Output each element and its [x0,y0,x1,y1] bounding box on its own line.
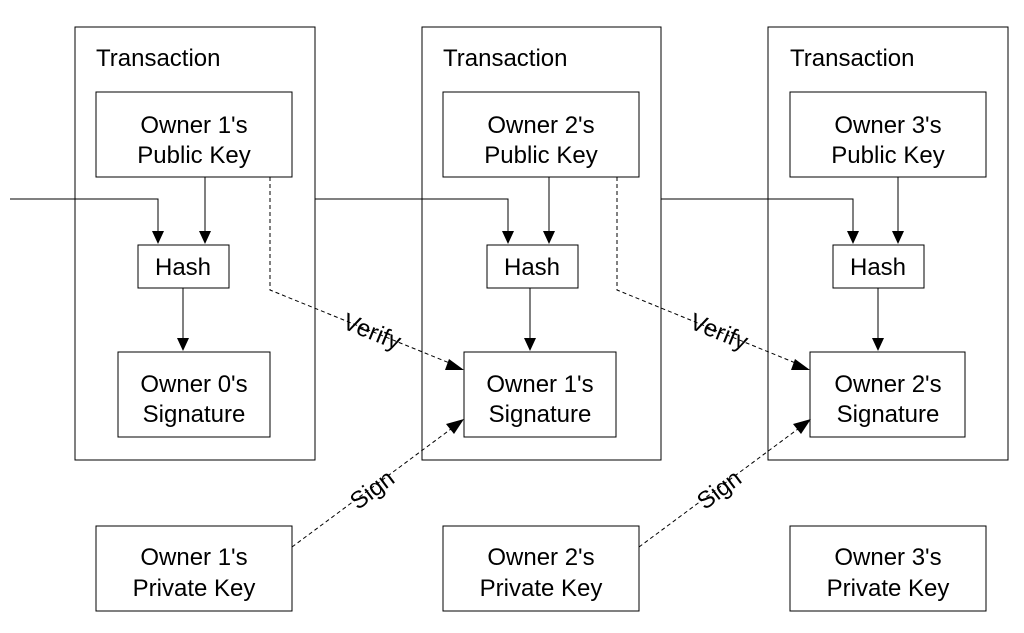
transaction-3-hash: Hash [832,244,925,289]
transaction-3: Transaction Owner 3's Public Key Hash Ow… [767,26,1009,461]
arrowhead [445,359,464,370]
arrowhead [446,419,464,434]
public-key-line-1: Owner 3's [834,112,941,139]
public-key-line-1: Owner 2's [487,112,594,139]
hash-box [832,244,925,289]
transaction-1-title: Transaction [96,45,221,72]
prev-transaction-link-1 [10,198,159,233]
private-key-box [95,525,293,612]
transaction-2-signature: Owner 1's Signature [463,351,617,438]
private-key-1: Owner 1's Private Key [95,525,293,612]
arrowhead [872,338,884,351]
private-key-line-1: Owner 1's [140,544,247,571]
hash-label: Hash [155,254,211,281]
private-key-line-1: Owner 3's [834,544,941,571]
transaction-1: Transaction Owner 1's Public Key Hash Ow… [74,26,316,461]
transaction-1-public-key: Owner 1's Public Key [95,91,293,178]
public-key-line-2: Public Key [137,142,250,169]
signature-box [809,351,966,438]
verify-label-2: Verify [686,308,752,356]
arrowhead [847,231,859,244]
sign-line-2 [638,425,803,548]
signature-line-2: Signature [489,401,592,428]
arrowhead [543,231,555,244]
signature-box [463,351,617,438]
verify-label-1: Verify [339,308,405,356]
signature-line-1: Owner 0's [140,371,247,398]
transaction-1-signature: Owner 0's Signature [117,351,271,438]
transaction-1-hash: Hash [137,244,230,289]
verify-line-2 [616,177,799,365]
transaction-3-signature: Owner 2's Signature [809,351,966,438]
hash-box [137,244,230,289]
private-key-2: Owner 2's Private Key [442,525,640,612]
signature-line-2: Signature [143,401,246,428]
private-key-line-1: Owner 2's [487,544,594,571]
private-key-box [789,525,987,612]
arrowhead [524,338,536,351]
public-key-line-1: Owner 1's [140,112,247,139]
internal-connectors [177,177,904,351]
prev-transaction-link-3 [661,198,854,233]
signature-line-1: Owner 1's [486,371,593,398]
hash-label: Hash [504,254,560,281]
signature-box [117,351,271,438]
arrowhead [793,419,811,434]
arrowhead [177,338,189,351]
hash-box [486,244,579,289]
arrowhead [791,359,810,370]
signature-line-2: Signature [837,401,940,428]
hash-label: Hash [850,254,906,281]
arrowhead [892,231,904,244]
arrowhead [199,231,211,244]
public-key-box [95,91,293,178]
signature-line-1: Owner 2's [834,371,941,398]
sign-label-1: Sign [345,465,400,515]
transaction-3-public-key: Owner 3's Public Key [789,91,987,178]
private-key-box [442,525,640,612]
arrowhead [152,231,164,244]
prev-transaction-link-2 [315,198,509,233]
transaction-2-title: Transaction [443,45,568,72]
public-key-line-2: Public Key [484,142,597,169]
transaction-3-title: Transaction [790,45,915,72]
public-key-box [789,91,987,178]
transaction-2: Transaction Owner 2's Public Key Hash Ow… [421,26,662,461]
public-key-box [442,91,640,178]
private-key-line-2: Private Key [480,575,603,602]
arrowhead [502,231,514,244]
private-key-line-2: Private Key [133,575,256,602]
transaction-2-public-key: Owner 2's Public Key [442,91,640,178]
private-key-line-2: Private Key [827,575,950,602]
private-key-3: Owner 3's Private Key [789,525,987,612]
transaction-2-hash: Hash [486,244,579,289]
sign-line-1 [291,425,456,548]
verify-line-1 [269,177,453,365]
public-key-line-2: Public Key [831,142,944,169]
sign-label-2: Sign [692,465,747,515]
hash-input-connectors [10,198,859,244]
